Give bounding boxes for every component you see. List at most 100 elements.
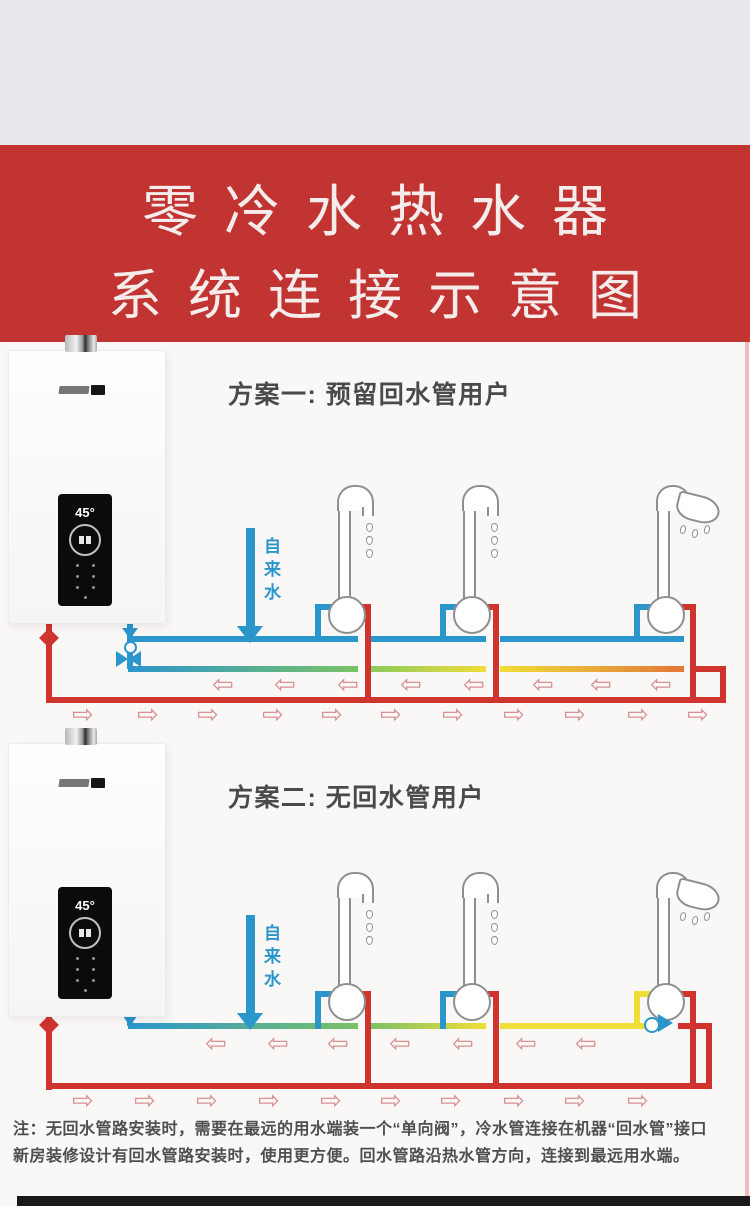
tap-water-label: 自来水 [264,924,281,989]
one-way-valve-icon [658,1014,673,1032]
water-drip-icon [679,911,687,922]
water-drip-icon [703,911,711,922]
water-drip-icon [691,915,699,926]
return-flow-arrow: ⇦ [575,1029,597,1059]
return-flow-arrow: ⇦ [337,670,359,700]
hot-flow-arrow: ⇨ [321,700,343,730]
hot-flow-arrow: ⇨ [137,700,159,730]
return-flow-arrow: ⇦ [400,670,422,700]
hot-flow-arrow: ⇨ [627,1086,649,1116]
water-drip-icon [491,523,498,532]
return-flow-arrow: ⇦ [452,1029,474,1059]
water-drip-icon [491,549,498,558]
hot-riser [365,607,371,703]
hot-flow-arrow: ⇨ [134,1086,156,1116]
mixer-valve-icon [647,596,685,634]
water-drip-icon [491,923,498,932]
faucet-spout-tip-icon [487,507,499,516]
hot-flow-arrow: ⇨ [440,1086,462,1116]
pipe-riser [720,666,726,703]
water-drip-icon [703,524,711,535]
water-drip-icon [491,536,498,545]
fixture-pipe [657,497,670,599]
return-flow-arrow: ⇦ [650,670,672,700]
mixer-valve-icon [328,596,366,634]
pipe-segment [500,666,684,672]
pipe-segment [694,666,726,672]
water-drip-icon [491,910,498,919]
control-dial-icon [69,917,101,949]
water-drip-icon [691,528,699,539]
shower-head-icon [673,490,723,527]
return-flow-arrow: ⇦ [389,1029,411,1059]
control-panel: 45° [58,887,112,999]
water-drip-icon [491,936,498,945]
flow-arrowhead-icon [122,628,138,639]
water-drip-icon [679,524,687,535]
flue-pipe-icon [65,728,97,745]
temperature-display: 45° [75,505,95,520]
fixture-pipe [338,497,351,599]
pipe-segment [48,697,726,703]
tap-water-arrow [246,528,255,628]
hot-flow-arrow: ⇨ [196,1086,218,1116]
hot-flow-arrow: ⇨ [627,700,649,730]
fixture-pipe [463,884,476,986]
right-edge-border [745,342,749,1196]
poster-title-line1: 零冷水热水器 [142,180,634,243]
bottom-black-bar [17,1196,750,1206]
faucet-spout-tip-icon [362,894,374,903]
hot-riser [493,994,499,1089]
mixer-valve-icon [328,983,366,1021]
hot-flow-arrow: ⇨ [197,700,219,730]
brand-logo [58,778,105,788]
return-flow-arrow: ⇦ [590,670,612,700]
hot-flow-arrow: ⇨ [380,1086,402,1116]
tap-water-arrowhead-icon [237,1013,263,1030]
water-drip-icon [366,536,373,545]
hot-flow-arrow: ⇨ [380,700,402,730]
scheme-2-title: 方案二: 无回水管用户 [228,784,485,812]
touch-buttons [58,564,112,589]
heater-hot-outlet-pipe [46,1004,52,1090]
pipe-riser [706,1023,712,1089]
title-banner: 零冷水热水器 系统连接示意图 [0,145,750,342]
water-heater: 45° [8,335,166,624]
water-drip-icon [366,549,373,558]
hot-flow-arrow: ⇨ [442,700,464,730]
power-button-dot [83,596,87,599]
fixture-drop [315,607,321,642]
pipe-segment [48,1083,712,1089]
footnote-line2: 新房装修设计有回水管路安装时，使用更方便。回水管路沿热水管方向，连接到最远用水端… [13,1148,690,1166]
scheme-2-diagram: 方案二: 无回水管用户 45° 自来水 ⇦⇦⇦⇦⇦⇦⇦⇨⇨⇨⇨⇨⇨⇨⇨⇨⇨ [0,728,750,1206]
pipe-segment [371,666,486,672]
valve-diamond-icon [39,628,59,648]
hot-flow-arrow: ⇨ [503,700,525,730]
tap-water-arrow [246,915,255,1015]
mixer-valve-icon [453,596,491,634]
return-flow-arrow: ⇦ [532,670,554,700]
temperature-display: 45° [75,898,95,913]
hot-flow-arrow: ⇨ [564,700,586,730]
hot-flow-arrow: ⇨ [503,1086,525,1116]
fixture-drop [440,607,446,642]
tap-water-label: 自来水 [264,537,281,602]
pipe-segment [371,1023,486,1029]
return-flow-arrow: ⇦ [205,1029,227,1059]
fixture-pipe [463,497,476,599]
water-drip-icon [366,910,373,919]
hot-riser [365,994,371,1089]
faucet-spout-icon [337,872,374,898]
fixture-drop [634,994,640,1029]
shower-head-icon [673,877,723,914]
faucet-spout-tip-icon [487,894,499,903]
fixture-drop [634,607,640,642]
hot-flow-arrow: ⇨ [320,1086,342,1116]
return-flow-arrow: ⇦ [327,1029,349,1059]
check-valve-bowtie-left-icon [116,651,128,667]
top-background [0,0,750,145]
hot-riser [690,607,696,703]
water-drip-icon [366,523,373,532]
footnote-line1: 注：无回水管路安装时，需要在最远的用水端装一个“单向阀”，冷水管连接在机器“回水… [13,1121,708,1138]
